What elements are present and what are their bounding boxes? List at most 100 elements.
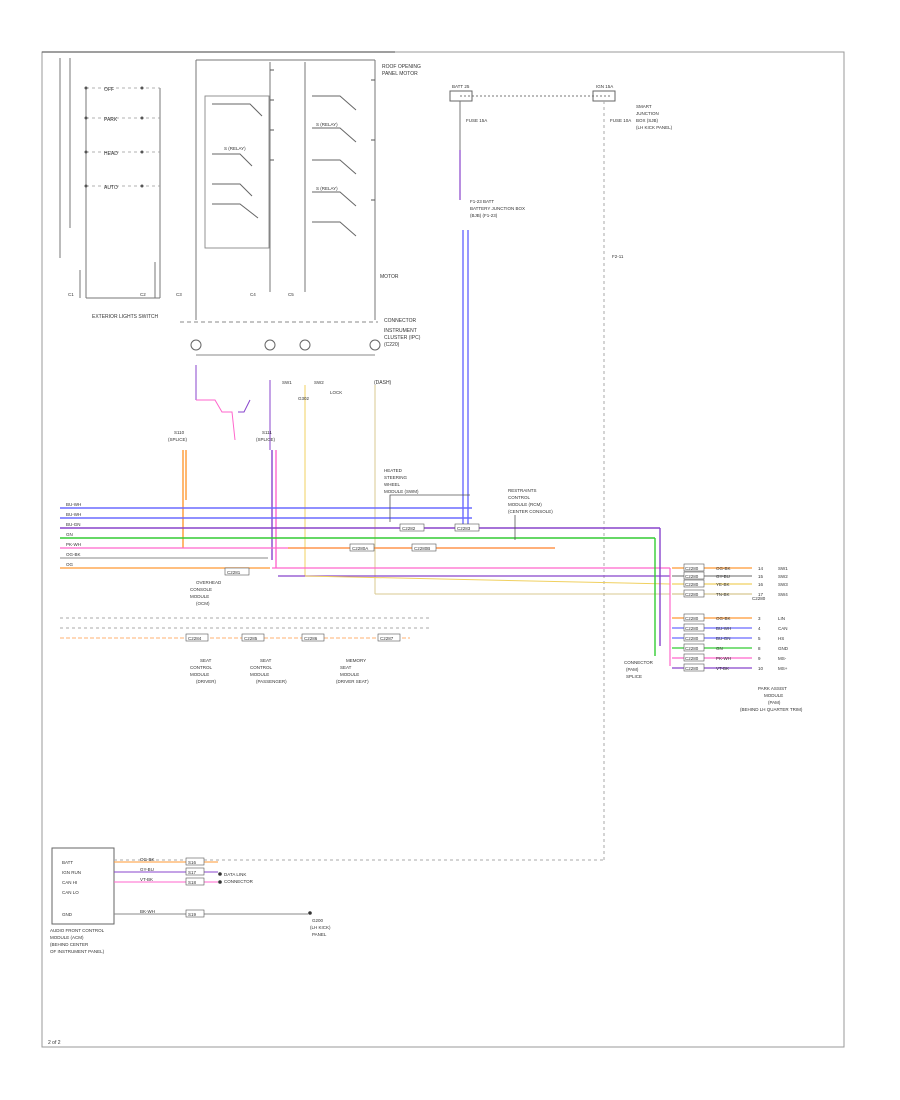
right-row-name: SW1 xyxy=(778,566,788,571)
wire-label-2: BU-WH xyxy=(66,512,81,517)
right-row-tag: C2280 xyxy=(685,566,699,571)
relay-label-3: S (RELAY) xyxy=(316,186,338,191)
module-left-4: (OCM) xyxy=(196,601,210,606)
bm-a-4: (DRIVER) xyxy=(196,679,217,684)
right-row-name: MS- xyxy=(778,656,787,661)
acm-pin-label: GND xyxy=(62,912,73,917)
right-cp-1: CONNECTOR xyxy=(624,660,654,665)
bm-b-1: SEAT xyxy=(260,658,272,663)
right-conn-row: C2280 OG-BK 3 LIN xyxy=(672,613,785,622)
right-row-name: SW2 xyxy=(778,574,788,579)
right-caption-2: MODULE xyxy=(764,693,783,698)
roof-label-1: ROOF OPENING xyxy=(382,64,421,70)
right-row-color: OG-BK xyxy=(716,616,731,621)
lower-bus: C2284 C2285 C2286 C2287 SEAT CONTROL MOD… xyxy=(60,617,430,684)
mid-sw2: SW2 xyxy=(314,380,324,385)
module-captions: OVERHEAD CONSOLE MODULE (OCM) HEATED STE… xyxy=(190,468,553,606)
right-row-color: PK-WH xyxy=(716,656,731,661)
bm-c-4: (DRIVER SEAT) xyxy=(336,679,369,684)
right-row-color: OG-BK xyxy=(716,566,731,571)
bm-b-4: (PASSENGER) xyxy=(256,679,287,684)
right-row-pin: 17 xyxy=(758,592,764,597)
right-connector-captions: C2280 PARK ASSIST MODULE (PAM) (BEHIND L… xyxy=(624,528,803,712)
right-row-name: GND xyxy=(778,646,789,651)
acm-caption-1: AUDIO FRONT CONTROL xyxy=(50,928,105,933)
right-row-name: MS+ xyxy=(778,666,788,671)
right-row-tag: C2280 xyxy=(685,646,699,651)
acm-wire-tag: S19 xyxy=(188,912,197,917)
fuse-left-fuse: FUSE 15A xyxy=(466,118,487,123)
right-row-name: LIN xyxy=(778,616,785,621)
right-cp-3: SPLICE xyxy=(626,674,642,679)
module-right-3: MODULE (RCM) xyxy=(508,502,542,507)
right-row-color: GN xyxy=(716,646,723,651)
cluster-line4: (DASH) xyxy=(374,380,392,386)
roof-label-2: PANEL MOTOR xyxy=(382,71,418,77)
module-mid-4: MODULE (SWM) xyxy=(384,489,419,494)
acm-wire-tag: S16 xyxy=(188,860,197,865)
tiny-label-c1: C1 xyxy=(68,292,74,297)
right-row-tag: C2280 xyxy=(685,592,699,597)
module-mid-1: HEATED xyxy=(384,468,403,473)
right-row-tag: C2280 xyxy=(685,666,699,671)
conn-tag-4: C2282 xyxy=(402,526,416,531)
fuse-text-l1: BATTERY JUNCTION BOX xyxy=(470,206,525,211)
right-row-tag: C2280 xyxy=(685,616,699,621)
right-row-color: YE-BK xyxy=(716,582,730,587)
ground-g302: G302 xyxy=(298,396,310,401)
bm-a-3: MODULE xyxy=(190,672,209,677)
module-right-2: CONTROL xyxy=(508,495,530,500)
right-row-color: VT-BK xyxy=(716,666,729,671)
fuse-text-r3: BOX (SJB) xyxy=(636,118,659,123)
right-row-pin: 3 xyxy=(758,616,761,621)
acm-wire-tag: S18 xyxy=(188,880,197,885)
fuse-right-fuse: FUSE 10A xyxy=(610,118,631,123)
conn-tag-3: C2281 xyxy=(227,570,241,575)
cluster-line2: CLUSTER (IPC) xyxy=(384,335,421,341)
right-row-tag: C2280 xyxy=(685,636,699,641)
tiny-label-c4: C4 xyxy=(250,292,256,297)
right-caption-1: PARK ASSIST xyxy=(758,686,787,691)
bm-b-3: MODULE xyxy=(250,672,269,677)
right-conn-tag: C2280 xyxy=(752,596,766,601)
right-row-pin: 15 xyxy=(758,574,764,579)
fuse-left-ref: F1-23 BATT xyxy=(470,199,494,204)
right-row-color: BU-WH xyxy=(716,626,731,631)
cluster-line3: (C220) xyxy=(384,342,400,348)
relay-box-left xyxy=(204,95,270,249)
drop-wires: S110 (SPLICE) S111 (SPLICE) G302 SW1 SW2… xyxy=(168,365,376,594)
bus-wires: BU-WH BU-WH BU-GN GN PK-WH OG-BK OG C228… xyxy=(60,494,671,595)
bm-c-1: MEMORY xyxy=(346,658,366,663)
right-conn-row: C2280 OG-BK 14 SW1 xyxy=(672,563,788,572)
right-row-name: CAN xyxy=(778,626,788,631)
fuse-right-top: IGN 15A xyxy=(596,84,613,89)
bm-b-2: CONTROL xyxy=(250,665,272,670)
relay-label-1: S (RELAY) xyxy=(224,146,246,151)
module-mid-2: STEERING xyxy=(384,475,408,480)
mid-motor-label: MOTOR xyxy=(380,274,399,280)
exterior-switch-caption: EXTERIOR LIGHTS SWITCH xyxy=(92,314,159,320)
right-row-tag: C2280 xyxy=(685,574,699,579)
fuse-right-ref: F2-11 xyxy=(612,254,624,259)
tiny-label-c2: C2 xyxy=(140,292,146,297)
conn-tag-7: C2285 xyxy=(244,636,258,641)
conn-tag-5: C2283 xyxy=(457,526,471,531)
module-mid-3: WHEEL xyxy=(384,482,401,487)
right-row-pin: 5 xyxy=(758,636,761,641)
acm-caption-3: (BEHIND CENTER xyxy=(50,942,89,947)
module-left-2: CONSOLE xyxy=(190,587,212,592)
mid-sw1: SW1 xyxy=(282,380,292,385)
fuse-left-top: BATT 25 xyxy=(452,84,470,89)
right-row-pin: 14 xyxy=(758,566,764,571)
conn-tag-2: C2280B xyxy=(414,546,430,551)
splice-s111: S111 xyxy=(262,430,272,435)
conn-tag-9: C2287 xyxy=(380,636,394,641)
wire-label-4: GN xyxy=(66,532,73,537)
